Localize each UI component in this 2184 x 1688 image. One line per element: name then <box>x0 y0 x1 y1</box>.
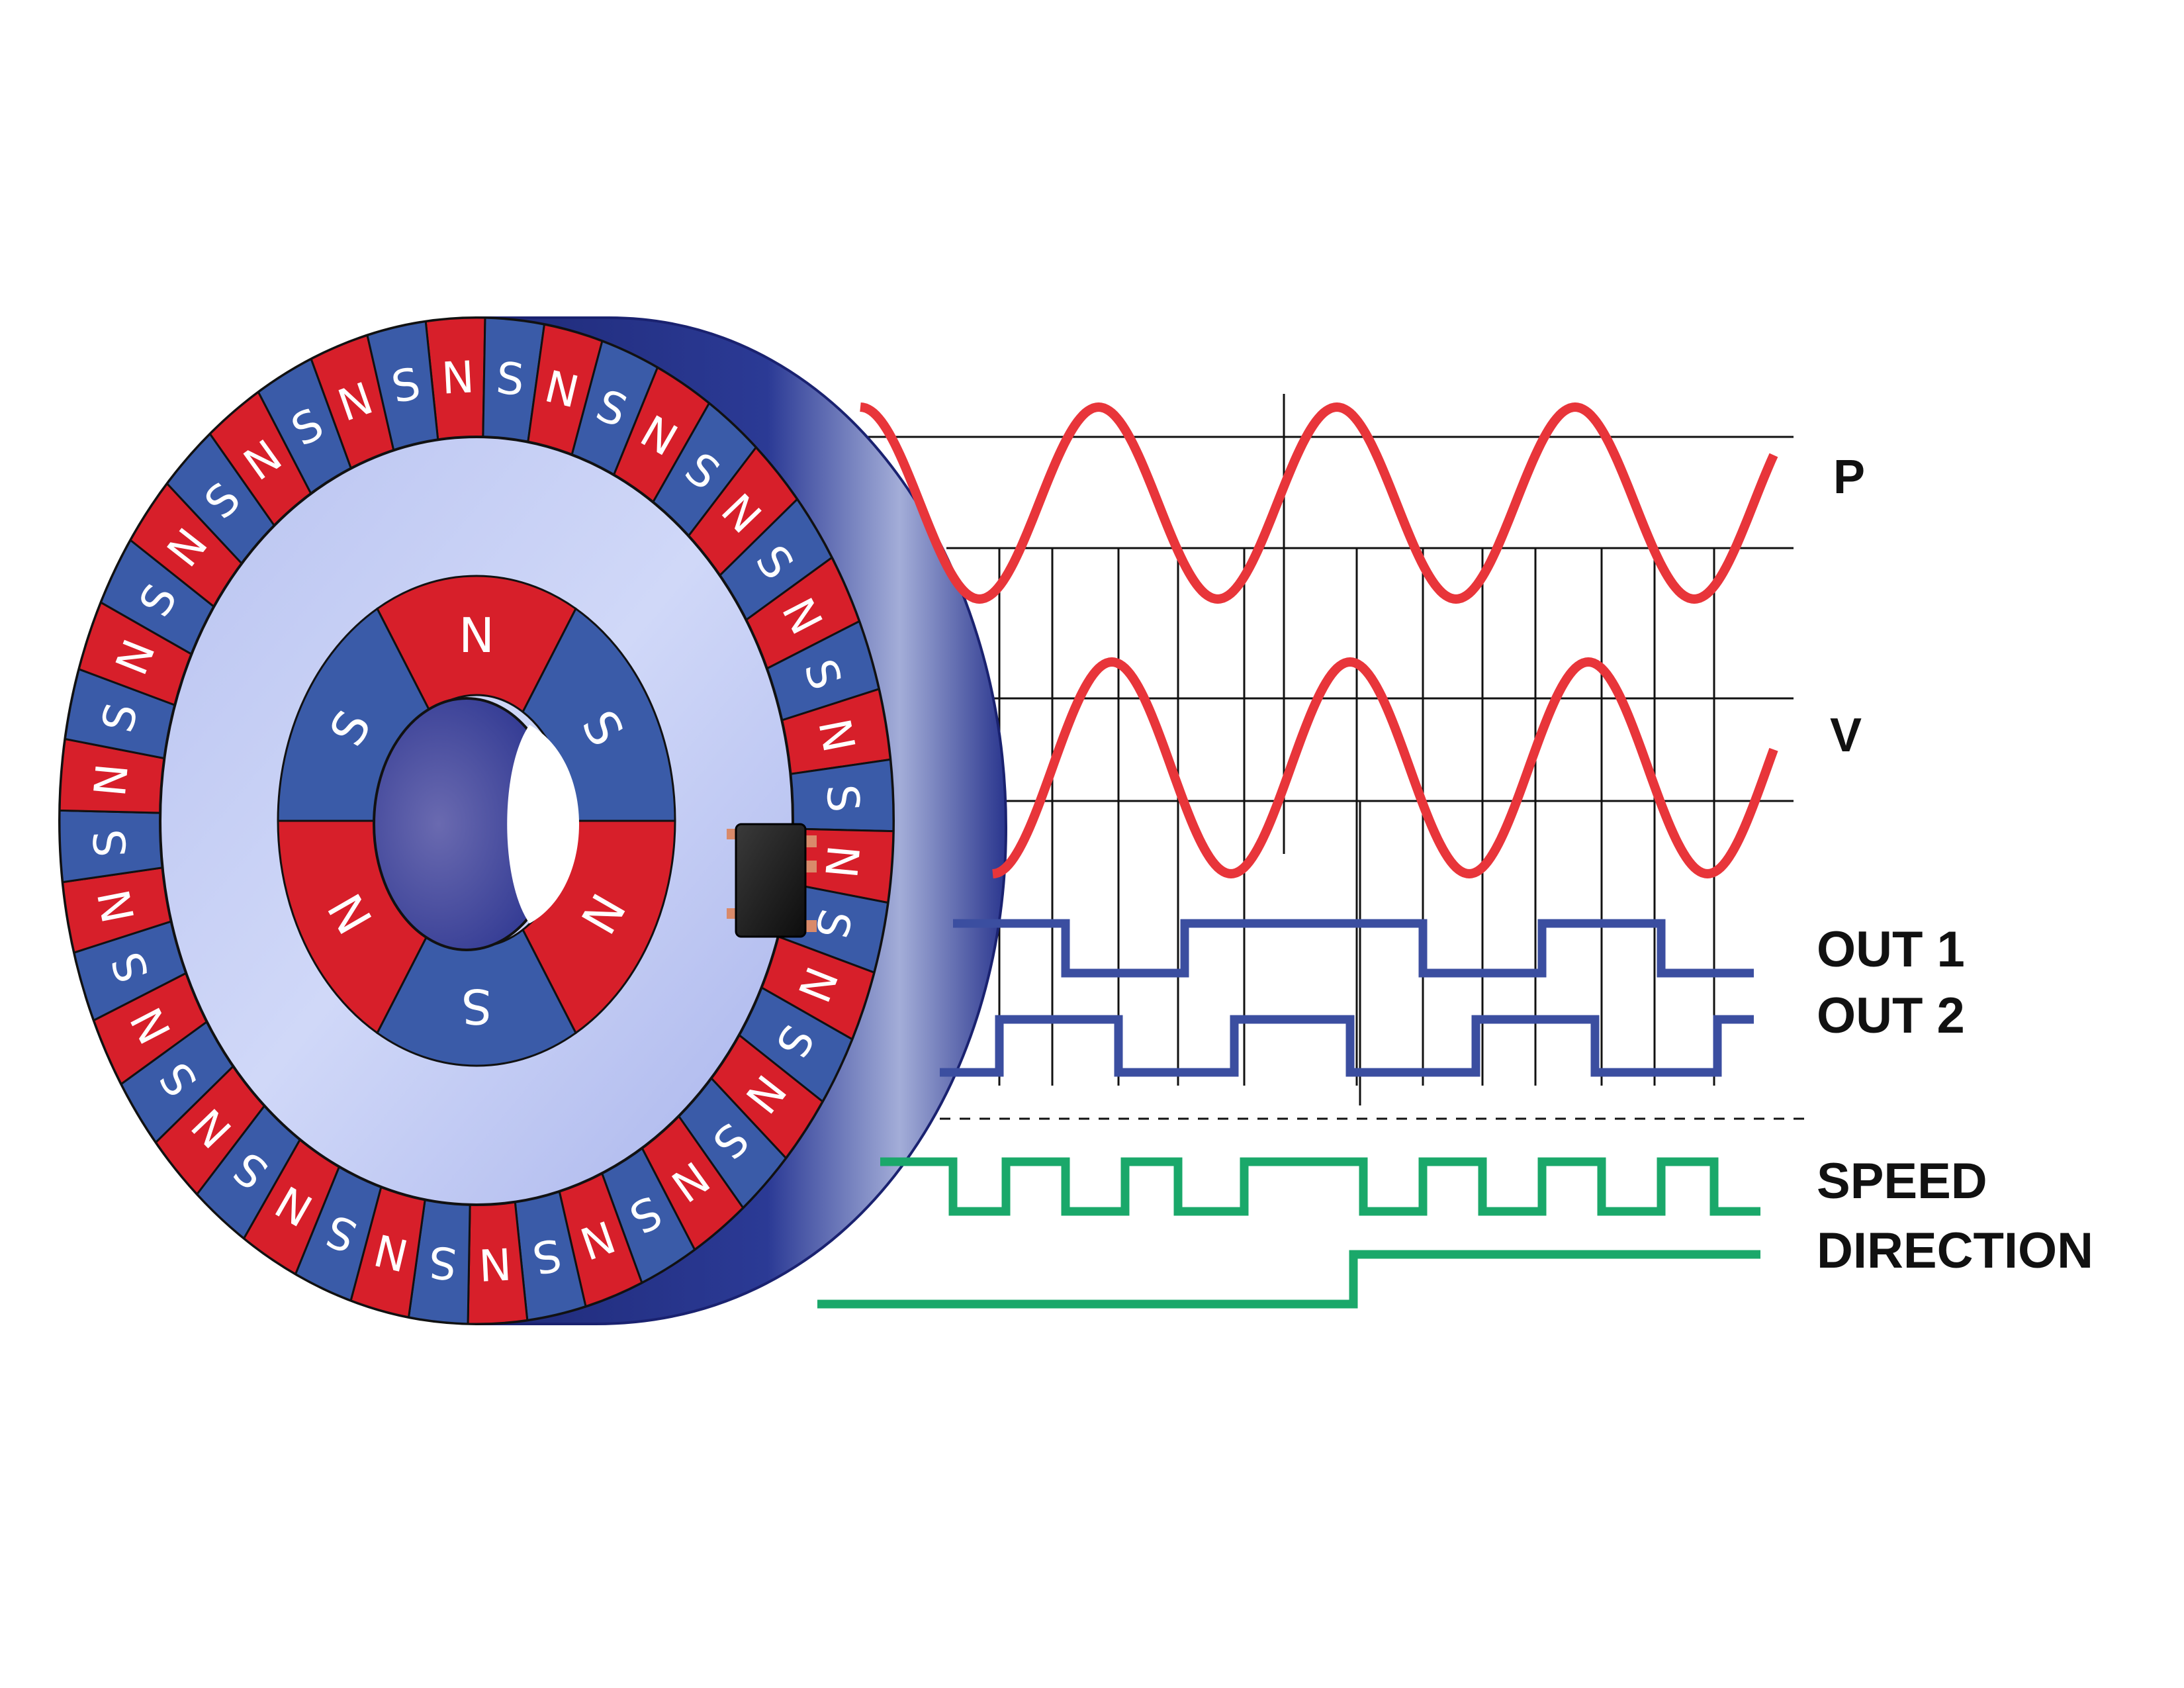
bore-opening <box>507 725 579 923</box>
label-p: P <box>1833 451 1865 504</box>
label-direction: DIRECTION <box>1817 1223 2093 1279</box>
label-speed: SPEED <box>1817 1153 1987 1209</box>
signal-traces <box>817 402 1778 1309</box>
signal-grid <box>854 394 1813 1120</box>
hall-sensor-chip <box>727 823 817 938</box>
outer-ring-pole-label: S <box>817 783 869 814</box>
trace-speed <box>880 1157 1760 1216</box>
outer-ring-pole-label: N <box>85 761 138 798</box>
label-v: V <box>1830 709 1862 762</box>
outer-ring-pole-label: S <box>427 1236 459 1289</box>
trace-v <box>991 657 1778 878</box>
inner-ring-pole-label: N <box>459 608 494 663</box>
inner-ring-segment <box>376 575 577 714</box>
label-out-1: OUT 1 <box>1817 921 1965 978</box>
outer-ring-pole-label: N <box>440 352 475 404</box>
outer-ring-pole-label: N <box>815 843 868 880</box>
outer-ring-pole-label: N <box>478 1237 513 1289</box>
trace-p <box>858 402 1778 604</box>
trace-direction <box>817 1250 1760 1309</box>
trace-out-1 <box>953 919 1754 978</box>
inner-ring-pole-label: S <box>461 978 492 1034</box>
outer-ring-pole-label: S <box>494 353 527 406</box>
trace-out-2 <box>940 1015 1754 1077</box>
label-out-2: OUT 2 <box>1817 988 1965 1044</box>
outer-ring-pole-label: S <box>84 828 136 859</box>
signal-labels: P V OUT 1 OUT 2 SPEED DIRECTION <box>1817 451 2093 1279</box>
